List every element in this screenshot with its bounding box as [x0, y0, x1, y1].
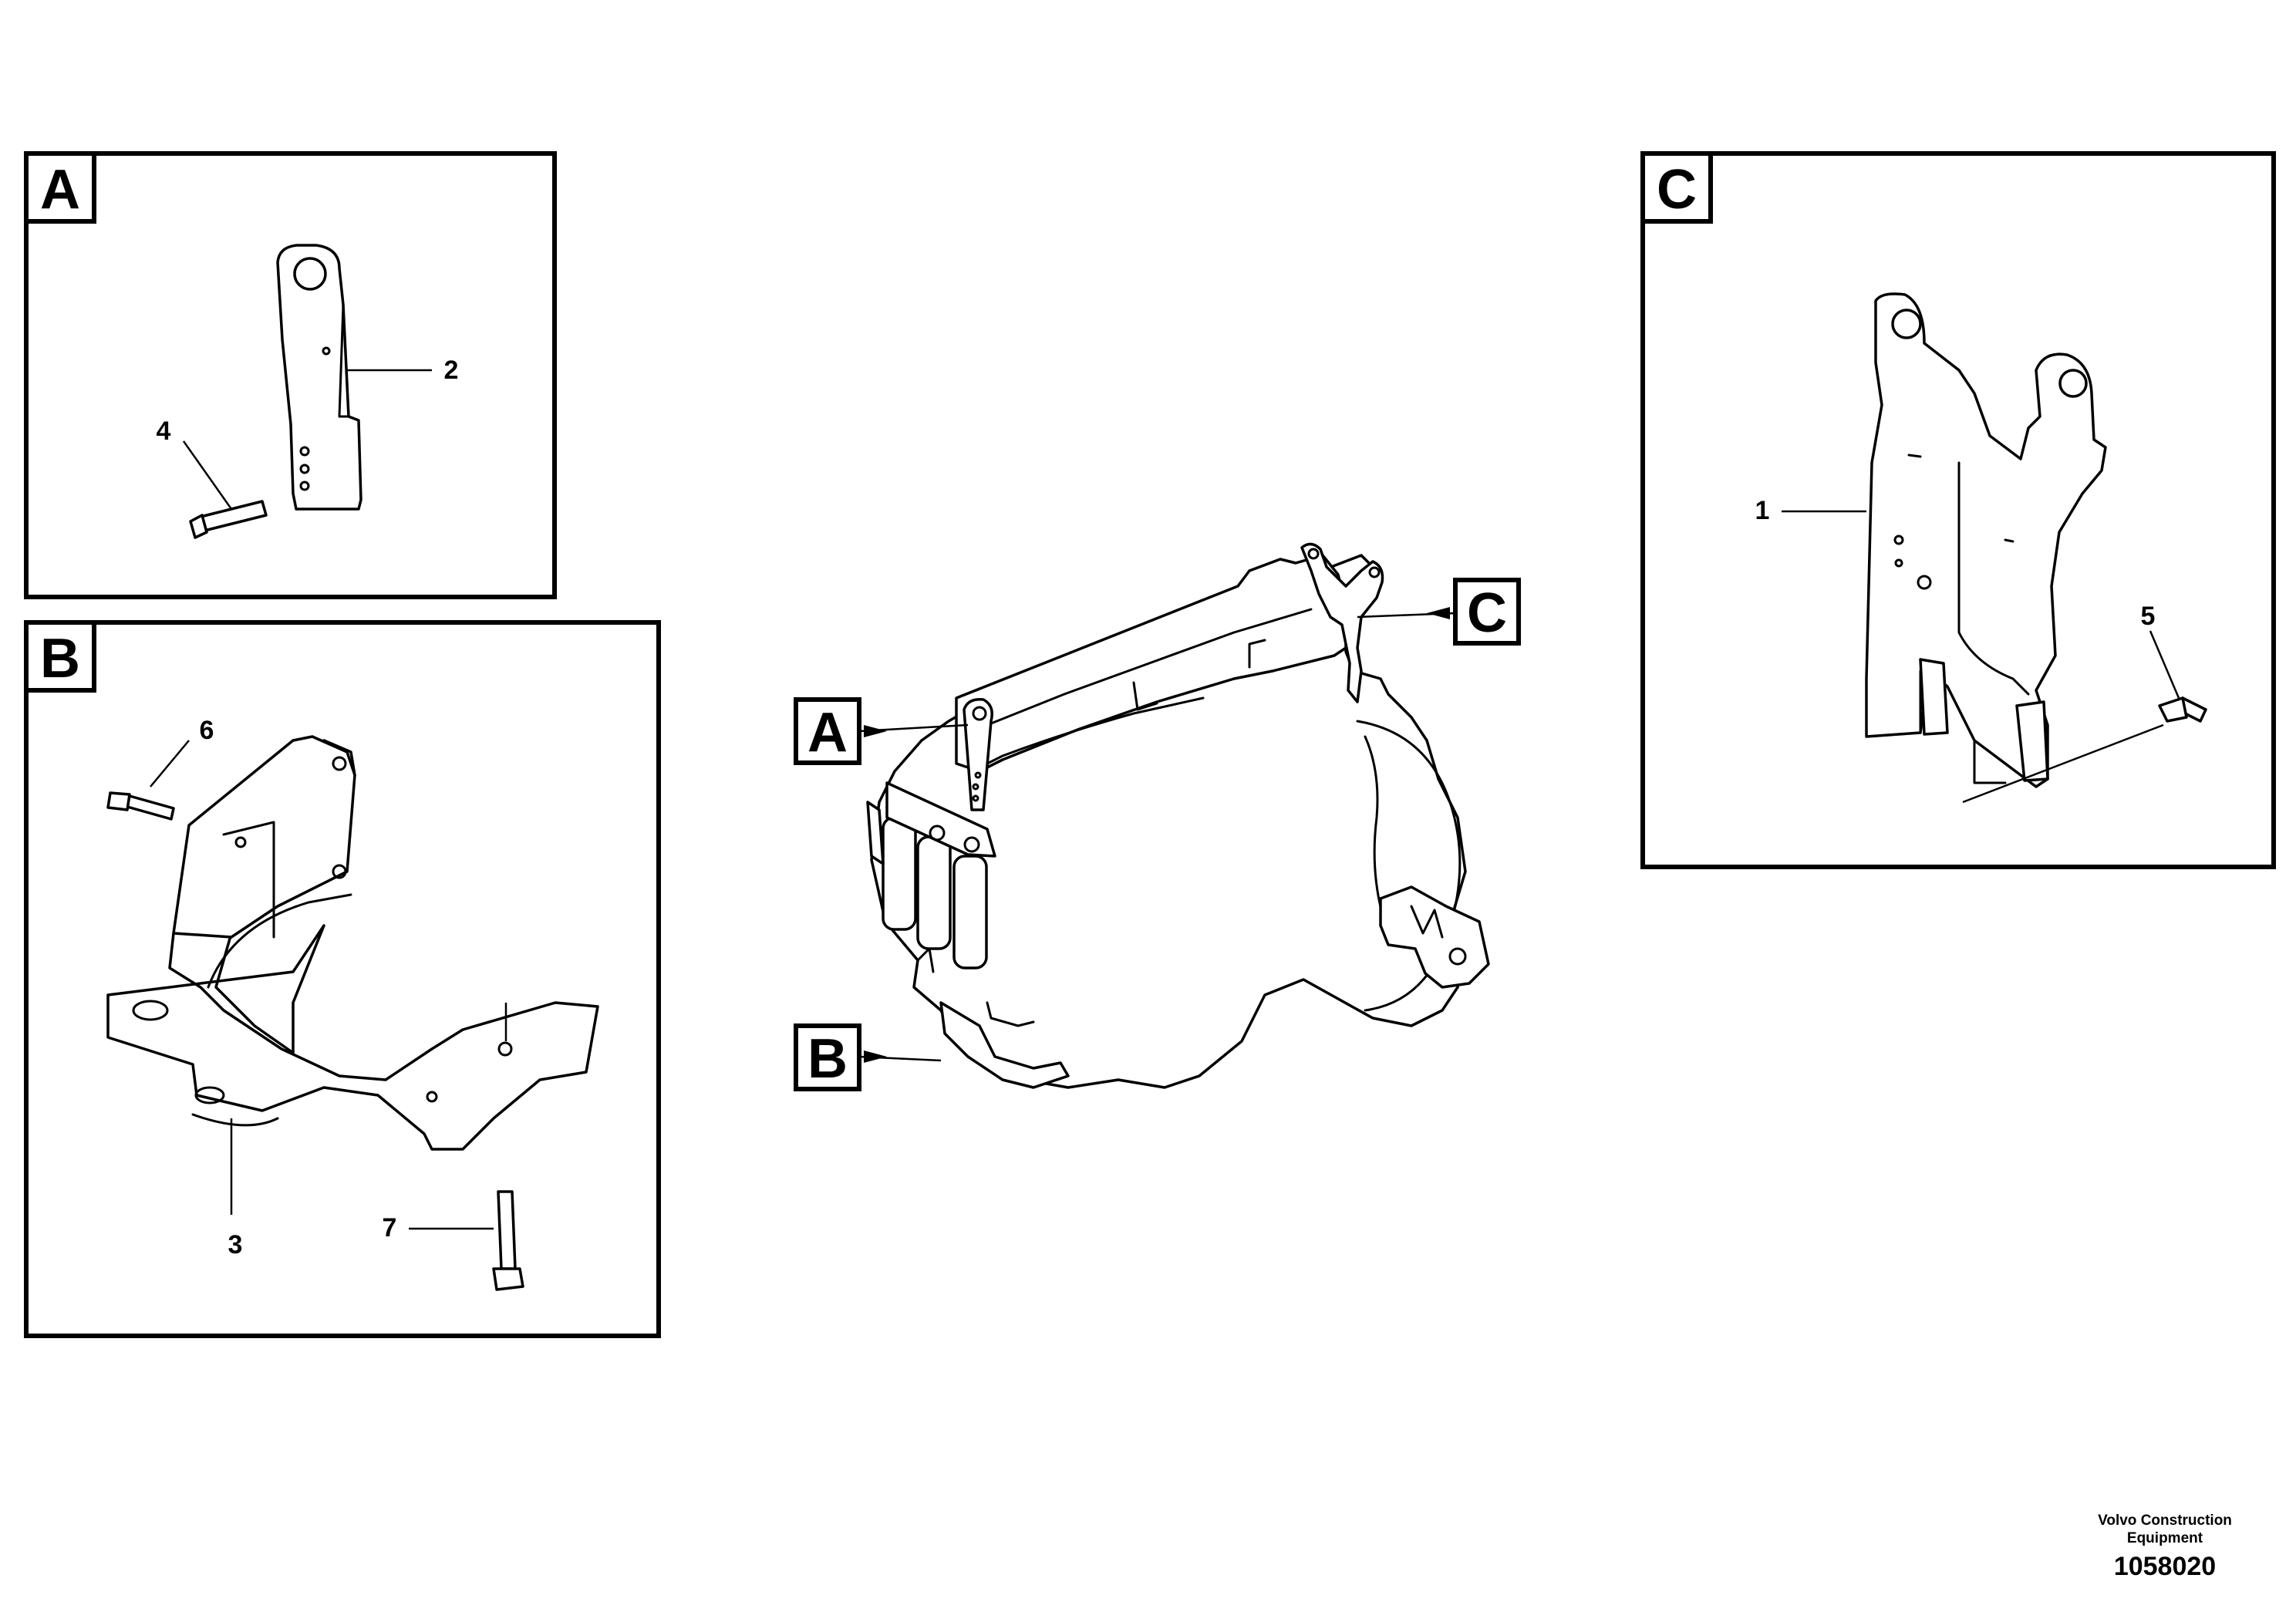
detail-c-label-box: [1640, 151, 1713, 224]
detail-b-label-box: [24, 620, 96, 693]
callout-5: 5: [2141, 602, 2156, 631]
leader-line-6: [150, 740, 190, 787]
lifting-bracket-part-2: [276, 244, 362, 511]
detail-a-label: A: [40, 159, 80, 221]
callout-6: 6: [200, 716, 214, 745]
engine-pointer-b-arrow: [864, 1050, 887, 1063]
detail-b-panel: B 6 3 7: [24, 620, 661, 1338]
callout-4: 4: [157, 416, 171, 446]
rear-bracket-part-1: [1865, 292, 2107, 788]
callout-3: 3: [228, 1230, 243, 1259]
footer-company-line2: Equipment: [2127, 1530, 2203, 1546]
detail-a-panel: A 2 4: [24, 151, 557, 599]
bolt-part-6: [106, 791, 175, 821]
detail-c-label: C: [1657, 159, 1697, 221]
bolt-part-7: [492, 1190, 524, 1291]
detail-b-label: B: [40, 628, 80, 690]
callout-1: 1: [1755, 496, 1770, 525]
engine-label-c-box: [1453, 578, 1521, 646]
detail-a-label-box: [24, 151, 96, 224]
engine-lifting-eye-front: [963, 698, 993, 811]
engine-mount-frame-part-3: [106, 735, 599, 1151]
engine-assembly: A B C: [794, 542, 1521, 1091]
callout-7: 7: [383, 1213, 397, 1243]
engine-filters: [866, 781, 996, 969]
callout-2: 2: [444, 356, 459, 385]
footer-company-line1: Volvo Construction: [2098, 1512, 2232, 1529]
engine-pointer-a-arrow: [864, 725, 887, 737]
footer-block: Volvo Construction Equipment 1058020: [2098, 1512, 2232, 1581]
engine-label-c: C: [1467, 582, 1507, 644]
detail-b-frame: [24, 620, 661, 1338]
detail-c-panel: C 5 1: [1640, 151, 2276, 869]
leader-line-4: [182, 440, 233, 510]
document-number: 1058020: [2114, 1552, 2216, 1581]
engine-label-b: B: [807, 1028, 848, 1090]
engine-label-a: A: [807, 702, 848, 764]
leader-line-5-extension: [1962, 723, 2164, 804]
engine-pointer-c-arrow: [1427, 607, 1450, 619]
engine-front-mount: [939, 1001, 1070, 1089]
bolt-part-4: [189, 500, 268, 539]
bolt-part-5: [2158, 696, 2207, 723]
detail-a-frame: [24, 151, 557, 599]
engine-rear-bracket: [1300, 542, 1384, 703]
engine-side-mount: [1379, 885, 1490, 989]
detail-c-frame: [1640, 151, 2276, 869]
leader-line-5: [2149, 630, 2180, 699]
